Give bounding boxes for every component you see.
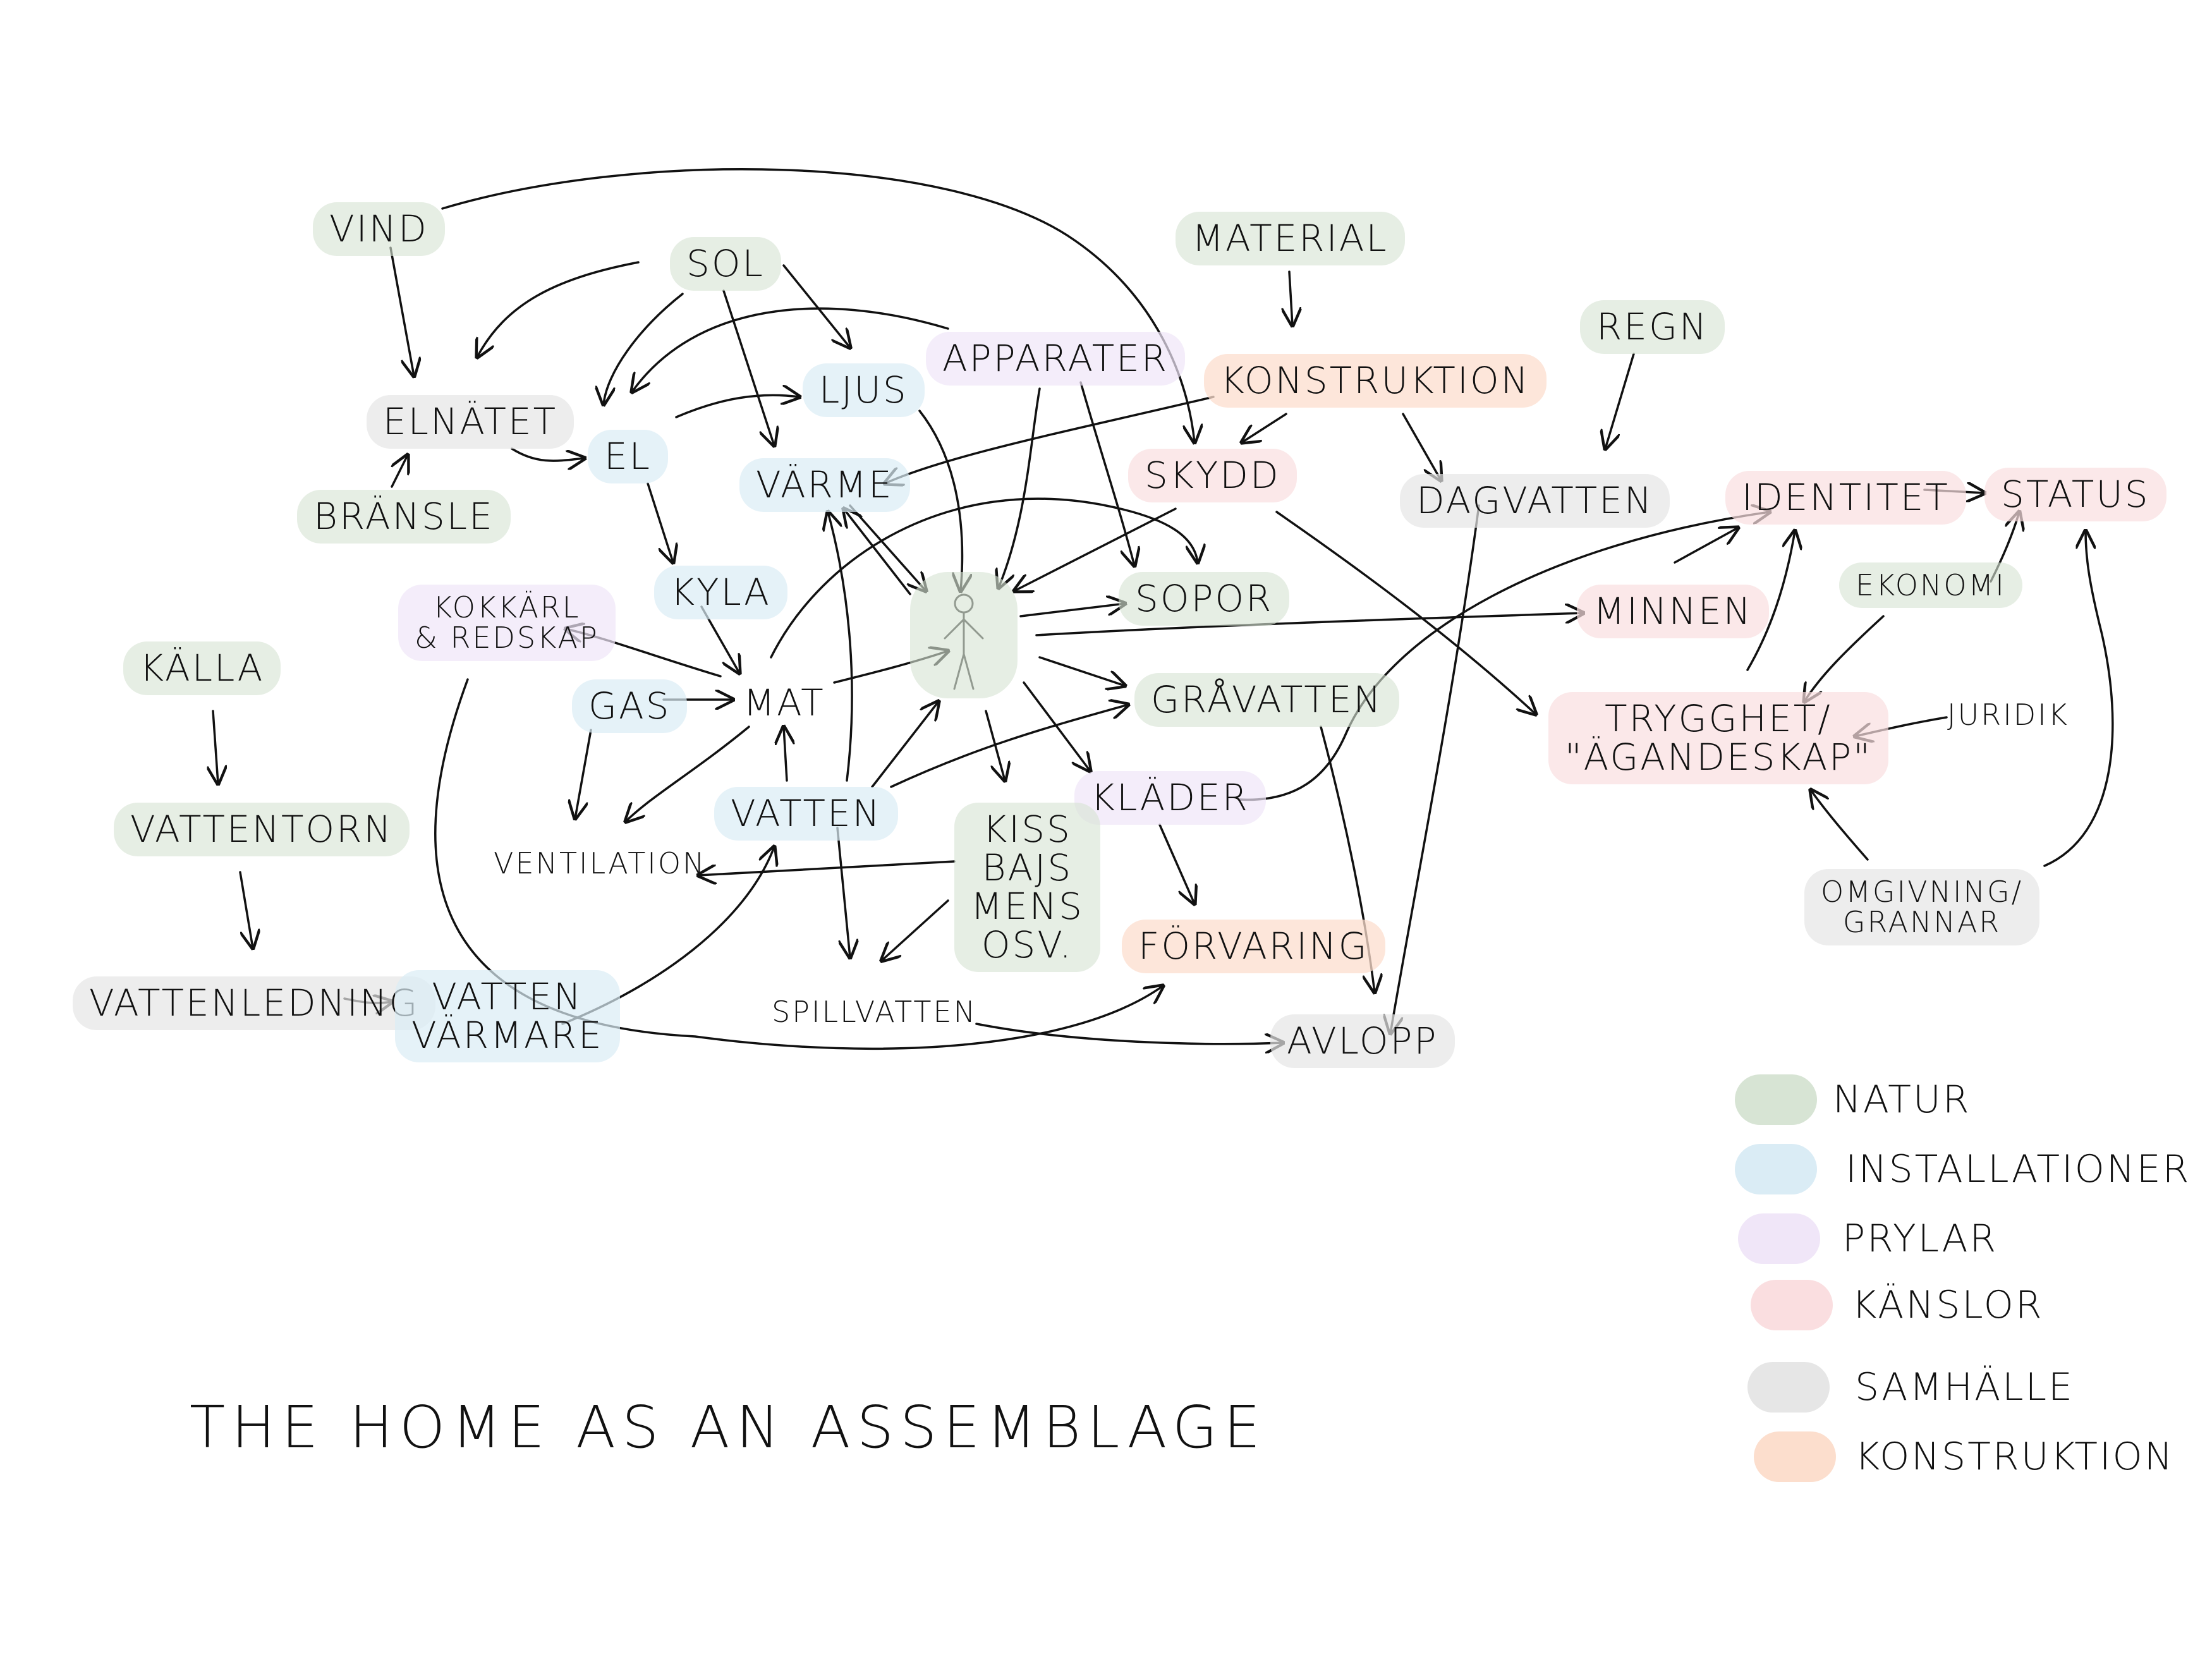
- legend-label-installationer: INSTALLATIONER: [1845, 1147, 2191, 1191]
- edge-vattentorn-vattenledning: [239, 871, 253, 948]
- edge-bransle-elnatet: [392, 455, 408, 488]
- node-ventilation: VENTILATION: [494, 846, 707, 880]
- edge-konstruktion-dagvatten: [1402, 413, 1441, 480]
- edge-regn-dagvatten: [1605, 353, 1635, 449]
- edge-person-varme: [844, 509, 911, 595]
- edge-apparater-el: [632, 307, 949, 392]
- edge-sol-ljus: [782, 264, 850, 348]
- node-trygghet: TRYGGHET/ "ÄGANDESKAP": [1548, 692, 1888, 784]
- node-forvaring: FÖRVARING: [1122, 920, 1385, 973]
- edge-trygghet-identitet: [1746, 531, 1795, 671]
- node-dagvatten: DAGVATTEN: [1400, 474, 1670, 528]
- legend-label-prylar: PRYLAR: [1842, 1217, 1998, 1261]
- legend-swatch-kanslor: [1751, 1280, 1833, 1330]
- edge-person-sopor: [1019, 604, 1125, 617]
- edge-el-ljus: [675, 395, 799, 418]
- node-regn: REGN: [1580, 300, 1725, 354]
- edge-vatten-gravatten: [890, 705, 1128, 788]
- legend-swatch-installationer: [1735, 1144, 1817, 1194]
- node-ljus: LJUS: [803, 363, 925, 417]
- legend-swatch-prylar: [1738, 1213, 1820, 1264]
- edge-dagvatten-avlopp: [1390, 504, 1480, 1033]
- edge-elnatet-el: [511, 447, 585, 461]
- edge-person-minnen: [1035, 613, 1583, 636]
- person-highlight: [910, 572, 1018, 698]
- edge-gas-ventilation: [575, 729, 592, 818]
- node-material: MATERIAL: [1176, 212, 1405, 265]
- edge-vind-elnatet: [389, 246, 414, 376]
- edge-vatten-person: [871, 702, 939, 788]
- node-vattenvarmare: VATTEN VÄRMARE: [395, 970, 620, 1062]
- edge-minnen-identitet: [1674, 528, 1738, 564]
- node-kokkarl: KOKKÄRL & REDSKAP: [398, 585, 616, 661]
- node-spillvatten: SPILLVATTEN: [772, 995, 977, 1029]
- node-vatten: VATTEN: [714, 787, 899, 841]
- edge-person-klader: [1023, 681, 1090, 771]
- node-apparater: APPARATER: [926, 332, 1186, 386]
- edge-vatten-mat: [784, 727, 787, 782]
- node-mat: MAT: [743, 681, 825, 724]
- node-kiss: KISS BAJS MENS OSV.: [954, 803, 1100, 972]
- node-omgivning: OMGIVNING/ GRANNAR: [1804, 869, 2040, 945]
- node-klader: KLÄDER: [1074, 771, 1266, 825]
- legend-swatch-samhalle: [1747, 1362, 1830, 1413]
- node-sol: SOL: [670, 237, 781, 291]
- edge-konstruktion-skydd: [1242, 413, 1287, 442]
- node-avlopp: AVLOPP: [1270, 1014, 1455, 1068]
- node-bransle: BRÄNSLE: [297, 490, 511, 544]
- legend-swatch-natur: [1735, 1074, 1817, 1125]
- edge-omgivning-status: [2043, 531, 2114, 867]
- node-vattentorn: VATTENTORN: [114, 803, 410, 856]
- edge-spillvatten-avlopp: [975, 1023, 1283, 1044]
- edge-mat-sopor: [770, 497, 1198, 659]
- node-ekonomi: EKONOMI: [1839, 562, 2022, 609]
- node-status: STATUS: [1984, 468, 2166, 521]
- edge-sol-elnatet: [477, 261, 640, 357]
- node-juridik: JURIDIK: [1947, 698, 2069, 732]
- node-varme: VÄRME: [739, 458, 910, 512]
- edge-varme-person: [849, 504, 926, 591]
- edge-person-gravatten: [1038, 656, 1125, 686]
- node-kalla: KÄLLA: [123, 641, 281, 695]
- legend-label-samhalle: SAMHÄLLE: [1855, 1365, 2074, 1409]
- edge-skydd-trygghet: [1275, 511, 1536, 714]
- node-kyla: KYLA: [654, 566, 787, 619]
- edge-klader-forvaring: [1158, 823, 1194, 904]
- node-minnen: MINNEN: [1577, 585, 1769, 638]
- edge-sol-el: [604, 293, 684, 404]
- node-elnatet: ELNÄTET: [367, 395, 574, 449]
- edge-vatten-spillvatten: [836, 827, 850, 957]
- edge-mat-ventilation: [626, 726, 750, 822]
- diagram-title: THE HOME AS AN ASSEMBLAGE: [190, 1394, 1267, 1461]
- edge-apparater-sopor: [1079, 381, 1134, 566]
- edge-skydd-person: [1014, 507, 1177, 591]
- edge-omgivning-trygghet: [1811, 790, 1869, 861]
- node-konstruktion: KONSTRUKTION: [1204, 354, 1547, 408]
- edge-kalla-vattentorn: [213, 710, 218, 784]
- edge-ljus-person: [918, 410, 962, 591]
- node-identitet: IDENTITET: [1725, 471, 1966, 525]
- legend-label-kanslor: KÄNSLOR: [1852, 1283, 2044, 1327]
- edge-apparater-person: [999, 387, 1041, 588]
- legend-label-natur: NATUR: [1833, 1078, 1971, 1122]
- edge-el-kyla: [647, 482, 673, 562]
- node-vind: VIND: [313, 202, 445, 256]
- node-skydd: SKYDD: [1128, 449, 1297, 502]
- edge-sol-varme: [722, 289, 774, 446]
- legend-swatch-konstruktion: [1754, 1431, 1836, 1482]
- node-el: EL: [588, 430, 668, 483]
- node-sopor: SOPOR: [1119, 572, 1290, 626]
- node-gravatten: GRÅVATTEN: [1134, 673, 1399, 727]
- node-gas: GAS: [572, 679, 688, 733]
- edge-material-konstruktion: [1289, 270, 1292, 325]
- legend-label-konstruktion: KONSTRUKTION: [1855, 1435, 2175, 1479]
- edge-konstruktion-varme: [885, 396, 1215, 483]
- node-vattenledning: VATTENLEDNING: [73, 976, 436, 1030]
- edge-vatten-varme: [828, 512, 853, 782]
- edge-kiss-spillvatten: [882, 899, 949, 961]
- edge-kiss-ventilation: [698, 860, 956, 875]
